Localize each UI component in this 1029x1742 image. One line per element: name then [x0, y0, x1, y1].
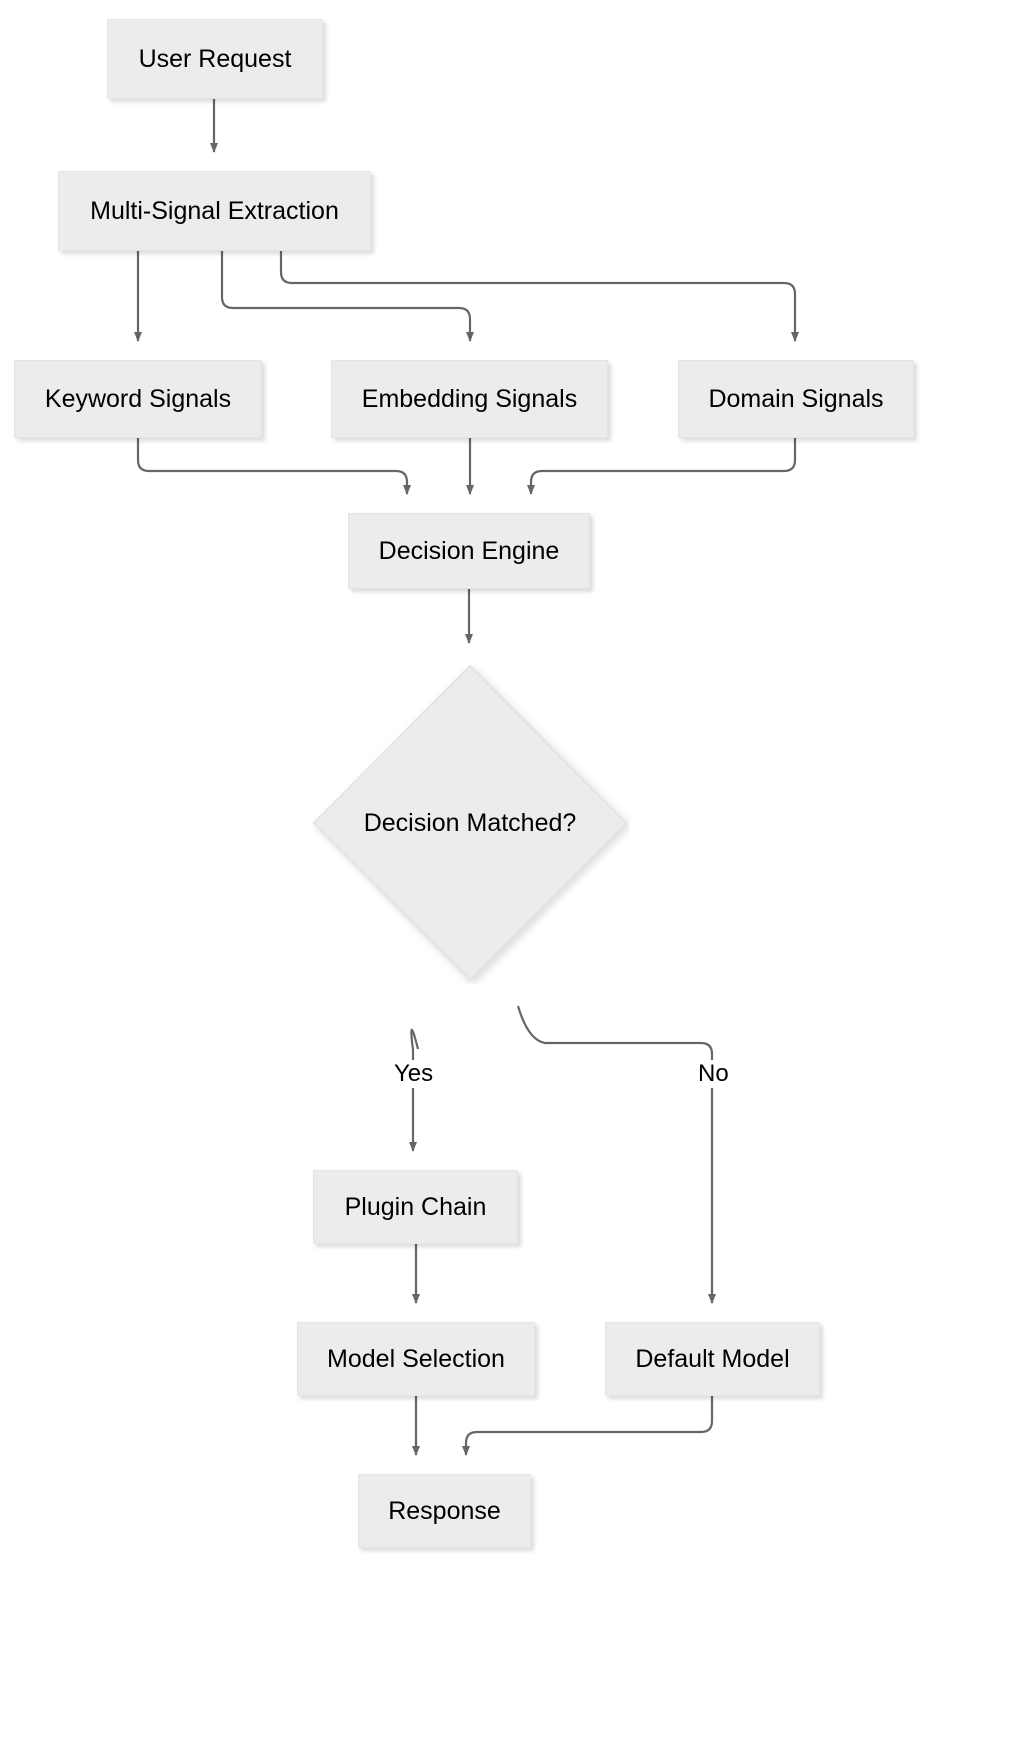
node-model-selection[interactable]: Model Selection [297, 1322, 535, 1396]
node-multi-signal-extraction[interactable]: Multi-Signal Extraction [58, 171, 371, 251]
edge-keyword-to-decision-engine [136, 438, 411, 495]
node-decision-engine-label: Decision Engine [378, 537, 560, 565]
node-plugin-chain-label: Plugin Chain [344, 1193, 487, 1221]
diamond-shape [312, 664, 628, 982]
edge-multi-signal-to-domain [279, 251, 799, 342]
node-decision-matched[interactable]: Decision Matched? [310, 662, 630, 984]
node-embedding-signals-label: Embedding Signals [361, 385, 578, 413]
node-embedding-signals[interactable]: Embedding Signals [331, 360, 608, 438]
edge-label-no: No [694, 1060, 733, 1088]
edge-decision-matched-no-to-default-model [516, 1005, 716, 1304]
node-user-request[interactable]: User Request [107, 19, 323, 99]
node-response[interactable]: Response [358, 1474, 531, 1548]
node-response-label: Response [388, 1497, 501, 1525]
node-domain-signals-label: Domain Signals [708, 385, 884, 413]
node-user-request-label: User Request [138, 45, 292, 73]
node-keyword-signals[interactable]: Keyword Signals [14, 360, 262, 438]
node-decision-engine[interactable]: Decision Engine [348, 513, 590, 589]
edge-multi-signal-to-embedding [220, 251, 474, 342]
edge-domain-to-decision-engine [527, 438, 797, 495]
edge-default-model-to-response [462, 1396, 714, 1456]
node-multi-signal-extraction-label: Multi-Signal Extraction [90, 197, 339, 225]
node-domain-signals[interactable]: Domain Signals [678, 360, 914, 438]
edge-label-yes: Yes [390, 1060, 438, 1088]
node-decision-matched-label: Decision Matched? [363, 808, 577, 837]
node-plugin-chain[interactable]: Plugin Chain [313, 1170, 518, 1244]
edge-decision-matched-yes-to-plugin-chain [409, 1028, 420, 1152]
node-model-selection-label: Model Selection [327, 1345, 505, 1373]
node-default-model-label: Default Model [635, 1345, 790, 1373]
node-default-model[interactable]: Default Model [605, 1322, 820, 1396]
node-keyword-signals-label: Keyword Signals [44, 385, 232, 413]
